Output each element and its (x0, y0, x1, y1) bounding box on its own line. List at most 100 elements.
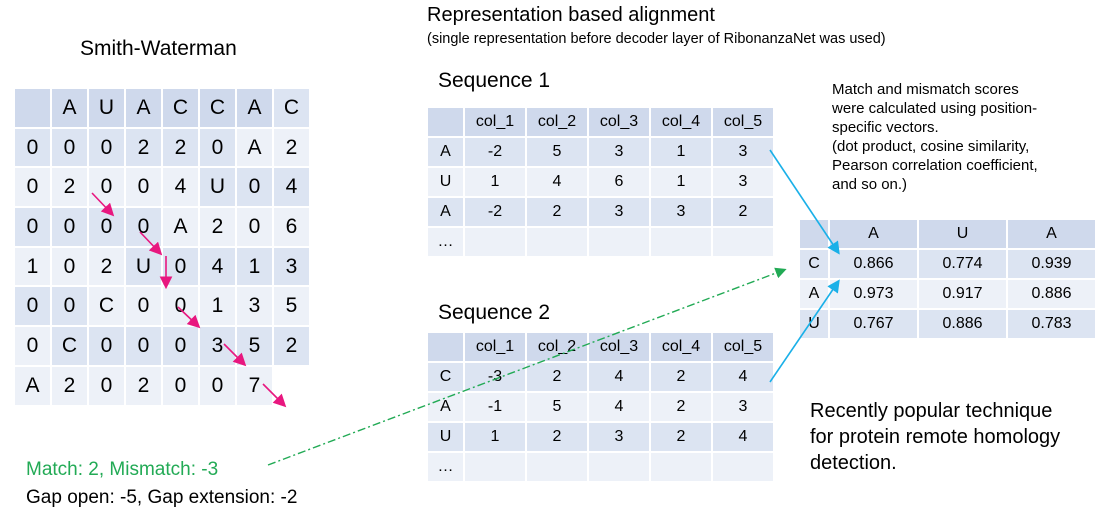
score-cell: 0.783 (1008, 310, 1095, 338)
score-cell: 0.886 (1008, 280, 1095, 308)
matrix-cell: 6 (274, 208, 309, 246)
sequence-1-title: Sequence 1 (438, 69, 551, 92)
score-column-header: A (1008, 220, 1095, 248)
score-note-line: were calculated using position- (832, 100, 1038, 117)
matrix-cell: 0 (89, 168, 124, 207)
seq-column-header: col_4 (651, 108, 711, 136)
matrix-cell: 0 (126, 327, 161, 365)
seq-cell (713, 228, 773, 256)
seq-column-header: col_2 (527, 333, 587, 361)
matrix-cell: 2 (274, 327, 309, 365)
score-note-line: specific vectors. (832, 119, 939, 136)
matrix-column-header: C (200, 89, 235, 127)
score-note: Match and mismatch scores were calculate… (832, 80, 1038, 194)
representation-subtitle: (single representation before decoder la… (427, 31, 886, 47)
score-column-header (800, 220, 828, 248)
seq-column-header: col_1 (465, 333, 525, 361)
matrix-row-label: A (15, 366, 50, 405)
matrix-cell: 0 (237, 208, 272, 246)
score-cell: 0.973 (830, 280, 917, 308)
matrix-cell: 0 (52, 208, 87, 246)
seq-column-header: col_5 (713, 333, 773, 361)
matrix-cell: 0 (163, 327, 198, 365)
representation-title: Representation based alignment (427, 4, 715, 26)
seq-cell (589, 228, 649, 256)
seq-row-label: … (428, 228, 463, 256)
matrix-cell: 0 (126, 287, 161, 326)
matrix-row-label: A (163, 208, 198, 246)
seq-cell (527, 453, 587, 481)
smith-waterman-title: Smith-Waterman (80, 37, 237, 60)
score-row-label: A (800, 280, 828, 308)
seq-cell (465, 453, 525, 481)
matrix-cell: 0 (52, 287, 87, 326)
matrix-cell: 7 (237, 366, 272, 405)
matrix-cell: 0 (89, 208, 124, 246)
score-row-label: U (800, 310, 828, 338)
matrix-column-header: U (89, 89, 124, 127)
seq-cell: 2 (527, 198, 587, 226)
seq-column-header: col_5 (713, 108, 773, 136)
seq-cell: 3 (589, 423, 649, 451)
seq-cell: -1 (465, 393, 525, 421)
seq-row-label: C (428, 363, 463, 391)
popular-line: detection. (810, 452, 897, 474)
matrix-cell: 4 (200, 247, 235, 286)
matrix-cell: 1 (15, 247, 50, 286)
seq-cell (589, 453, 649, 481)
matrix-row-label: C (52, 327, 87, 365)
matrix-cell: 3 (274, 247, 309, 286)
popular-technique-text: Recently popular technique for protein r… (810, 398, 1060, 476)
matrix-cell: 0 (200, 366, 235, 405)
matrix-cell: 4 (163, 168, 198, 207)
matrix-cell: 0 (126, 168, 161, 207)
matrix-row-label: U (200, 168, 235, 207)
seq-cell: 4 (527, 168, 587, 196)
matrix-cell: 2 (274, 128, 309, 167)
popular-line: Recently popular technique (810, 400, 1053, 422)
matrix-cell: 0 (15, 168, 50, 207)
matrix-cell: 2 (52, 366, 87, 405)
seq-cell: 5 (527, 138, 587, 166)
score-note-line: (dot product, cosine similarity, (832, 138, 1030, 155)
seq-row-label: U (428, 168, 463, 196)
matrix-cell: 0 (89, 366, 124, 405)
seq-cell: 3 (589, 198, 649, 226)
matrix-cell: 0 (237, 168, 272, 207)
seq-cell: 4 (589, 363, 649, 391)
seq-cell: 2 (713, 198, 773, 226)
matrix-row-label: U (126, 247, 161, 286)
matrix-column-header: A (237, 89, 272, 127)
seq-cell: 6 (589, 168, 649, 196)
seq-cell: -2 (465, 198, 525, 226)
matrix-cell: 0 (163, 247, 198, 286)
matrix-cell: 2 (89, 247, 124, 286)
seq-column-header: col_3 (589, 333, 649, 361)
score-column-header: U (919, 220, 1006, 248)
seq-cell: 3 (713, 138, 773, 166)
matrix-cell: 2 (52, 168, 87, 207)
gap-text: Gap open: -5, Gap extension: -2 (26, 487, 298, 508)
matrix-cell: 0 (52, 128, 87, 167)
seq-cell: 2 (527, 423, 587, 451)
seq-cell: 1 (465, 168, 525, 196)
score-column-header: A (830, 220, 917, 248)
seq-row-label: A (428, 198, 463, 226)
matrix-row-label: A (237, 128, 272, 167)
seq-row-label: A (428, 138, 463, 166)
seq-row-label: A (428, 393, 463, 421)
seq-cell: 2 (651, 423, 711, 451)
score-cell: 0.886 (919, 310, 1006, 338)
seq-cell: 3 (589, 138, 649, 166)
seq-cell: 1 (651, 168, 711, 196)
matrix-cell: 0 (15, 287, 50, 326)
seq-cell: 2 (651, 393, 711, 421)
matrix-cell: 0 (52, 247, 87, 286)
matrix-cell: 0 (15, 208, 50, 246)
score-cell: 0.917 (919, 280, 1006, 308)
seq-column-header (428, 108, 463, 136)
matrix-cell: 0 (126, 208, 161, 246)
score-note-line: and so on.) (832, 176, 908, 193)
matrix-cell: 5 (274, 287, 309, 326)
seq-cell: 2 (527, 363, 587, 391)
